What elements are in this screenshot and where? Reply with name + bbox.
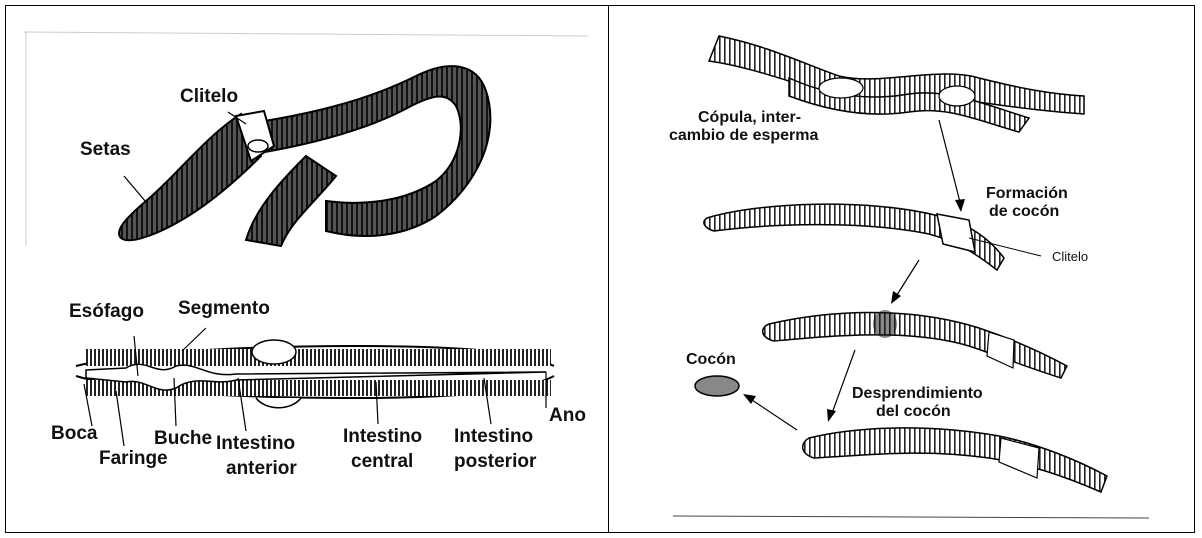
worm-tail: [246, 156, 336, 246]
label-intestino-anterior-2: anterior: [226, 459, 297, 478]
bottom-rule: [673, 516, 1149, 518]
cocoon-shape: [695, 376, 739, 396]
label-desprendimiento-1: Desprendimiento: [852, 386, 983, 402]
worm-front: [119, 114, 261, 240]
label-clitelo: Clitelo: [180, 87, 238, 106]
worm-cocoon-slipping: [763, 313, 1067, 379]
label-formacion-1: Formación: [986, 186, 1068, 202]
arrow-formation-to-slip: [895, 260, 919, 298]
label-intestino-posterior-1: Intestino: [454, 427, 533, 446]
section-segments-top: [86, 349, 551, 366]
label-formacion-2: de cocón: [989, 204, 1059, 220]
arrow-to-cocoon: [749, 398, 797, 430]
gizzard-bulge: [256, 398, 301, 408]
label-ano: Ano: [549, 406, 586, 425]
label-cocon: Cocón: [686, 352, 736, 368]
leader-faringe: [116, 391, 124, 446]
arrow-copula-to-formation: [939, 120, 961, 206]
label-intestino-central-1: Intestino: [343, 427, 422, 446]
label-faringe: Faringe: [99, 449, 168, 468]
reproduction-panel: Cópula, inter- cambio de esperma Formaci…: [609, 6, 1194, 532]
formation-clitellum: [937, 214, 975, 252]
label-intestino-anterior-1: Intestino: [216, 434, 295, 453]
earthworm-reproduction-illustration: [609, 6, 1194, 532]
label-setas: Setas: [80, 140, 131, 159]
earthworm-anatomy-panel: Clitelo Setas Esófago Segmento Boca Fari…: [6, 6, 608, 532]
segment-bulge: [252, 340, 296, 364]
label-copula-1: Cópula, inter-: [698, 110, 801, 126]
label-intestino-posterior-2: posterior: [454, 452, 536, 471]
label-boca: Boca: [51, 424, 97, 443]
label-clitelo-right: Clitelo: [1052, 250, 1088, 263]
leader-segmento: [182, 328, 206, 351]
label-segmento: Segmento: [178, 299, 270, 318]
top-rule: [24, 32, 588, 36]
arrow-slip-to-release: [831, 350, 855, 416]
label-intestino-central-2: central: [351, 452, 413, 471]
worm-cocoon-released: [803, 428, 1107, 492]
label-buche: Buche: [154, 429, 212, 448]
label-copula-2: cambio de esperma: [669, 128, 818, 144]
label-desprendimiento-2: del cocón: [876, 404, 951, 420]
leader-setas: [124, 176, 146, 202]
label-esofago: Esófago: [69, 302, 144, 321]
